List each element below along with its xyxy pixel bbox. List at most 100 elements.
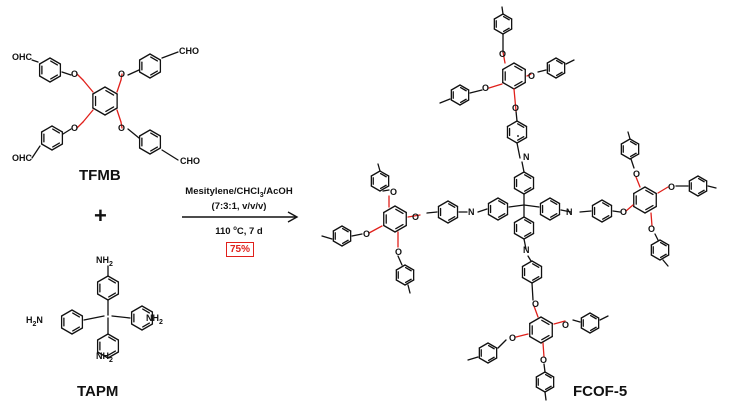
bond-338 xyxy=(529,335,542,344)
bond-182 xyxy=(532,263,540,268)
bond-210 xyxy=(546,57,557,64)
bond-17 xyxy=(50,60,59,66)
conditions-solvent: Mesitylene/CHCl3/AcOH xyxy=(185,186,293,199)
bond-136 xyxy=(524,232,532,237)
tfmb-ether-o-3: O xyxy=(71,123,79,133)
bond-90 xyxy=(96,351,109,359)
bond-174 xyxy=(531,276,543,284)
bond-201 xyxy=(493,13,504,20)
bond-314 xyxy=(697,175,708,182)
bond-284 xyxy=(351,233,363,237)
bond-107 xyxy=(523,171,535,179)
bond-320 xyxy=(650,254,661,261)
bond-175 xyxy=(521,276,533,284)
bond-86 xyxy=(142,322,151,328)
bond-305 xyxy=(629,138,640,145)
fcof-ether-o-11: O xyxy=(668,182,676,192)
bond-180 xyxy=(532,276,540,281)
bond-357 xyxy=(589,327,600,334)
bond-118 xyxy=(498,213,506,218)
bond-113 xyxy=(487,213,499,221)
bond-57 xyxy=(31,59,39,63)
bond-19 xyxy=(138,71,151,79)
bond-65 xyxy=(96,275,109,283)
bond-238 xyxy=(488,83,503,89)
bond-160 xyxy=(447,200,459,208)
fcof-5-label: FCOF-5 xyxy=(573,383,628,400)
bond-333 xyxy=(654,233,659,241)
bond-134 xyxy=(523,216,535,224)
tapm-amine-left: H2N xyxy=(26,315,43,328)
bond-84 xyxy=(141,305,154,313)
bond-133 xyxy=(513,216,525,224)
bond-310 xyxy=(697,190,708,197)
bond-141 xyxy=(523,204,540,208)
bond-60 xyxy=(161,149,179,161)
bond-215 xyxy=(555,59,563,65)
bond-291 xyxy=(633,205,646,214)
bond-241 xyxy=(565,59,575,65)
bond-377 xyxy=(553,320,566,325)
bond-93 xyxy=(107,333,120,341)
bond-177 xyxy=(521,260,533,268)
fcof-ether-o-4: O xyxy=(512,103,520,113)
bond-74 xyxy=(60,309,73,317)
bond-83 xyxy=(130,305,143,313)
tfmb-cho-top-right: CHO xyxy=(179,46,199,56)
bond-195 xyxy=(514,65,523,72)
bond-311 xyxy=(688,190,699,197)
bond-165 xyxy=(601,215,613,223)
bond-75 xyxy=(71,309,84,317)
bond-211 xyxy=(555,57,566,64)
bond-222 xyxy=(459,98,467,104)
fcof-ether-o-3: O xyxy=(528,71,536,81)
bond-4 xyxy=(104,86,118,95)
bond-140 xyxy=(508,204,525,208)
bond-329 xyxy=(630,158,635,169)
bond-260 xyxy=(379,184,387,190)
bond-249 xyxy=(395,223,404,230)
bond-343 xyxy=(541,334,550,341)
bond-148 xyxy=(506,136,518,144)
bond-89 xyxy=(107,351,120,359)
bond-340 xyxy=(529,316,542,325)
bond-143 xyxy=(521,161,525,173)
bond-12 xyxy=(38,57,51,65)
bond-348 xyxy=(487,357,498,364)
bond-37 xyxy=(138,147,151,155)
bond-178 xyxy=(531,260,543,268)
bond-358 xyxy=(580,327,591,334)
bond-286 xyxy=(397,255,403,266)
reaction-arrow xyxy=(182,211,299,223)
bond-151 xyxy=(516,120,528,128)
bond-92 xyxy=(96,333,109,341)
bond-193 xyxy=(514,80,523,87)
fcof-imine-n-top: N xyxy=(523,152,530,162)
bond-378 xyxy=(572,319,581,323)
bond-278 xyxy=(404,278,412,284)
bond-198 xyxy=(502,28,513,35)
bond-50 xyxy=(76,121,84,129)
bond-369 xyxy=(535,371,546,378)
tfmb-cho-bottom-left: OHC xyxy=(12,153,32,163)
bond-381 xyxy=(467,356,479,361)
bond-81 xyxy=(130,323,143,331)
bond-28 xyxy=(40,143,53,151)
bond-72 xyxy=(60,327,73,335)
bond-24 xyxy=(150,70,159,76)
bond-347 xyxy=(533,305,539,318)
tapm-amine-right: NH2 xyxy=(146,313,163,326)
bond-97 xyxy=(108,336,117,342)
bond-66 xyxy=(107,275,120,283)
bond-372 xyxy=(544,385,552,391)
bond-56 xyxy=(127,128,140,139)
bond-51 xyxy=(116,109,122,123)
tapm-label: TAPM xyxy=(77,383,119,400)
bond-40 xyxy=(149,129,162,137)
conditions-temperature-time: 110 oC, 7 d xyxy=(215,226,263,238)
fcof-imine-n-left: N xyxy=(468,207,475,217)
bond-36 xyxy=(149,147,162,155)
bond-145 xyxy=(560,209,572,213)
bond-103 xyxy=(523,187,535,195)
bond-276 xyxy=(404,264,415,271)
